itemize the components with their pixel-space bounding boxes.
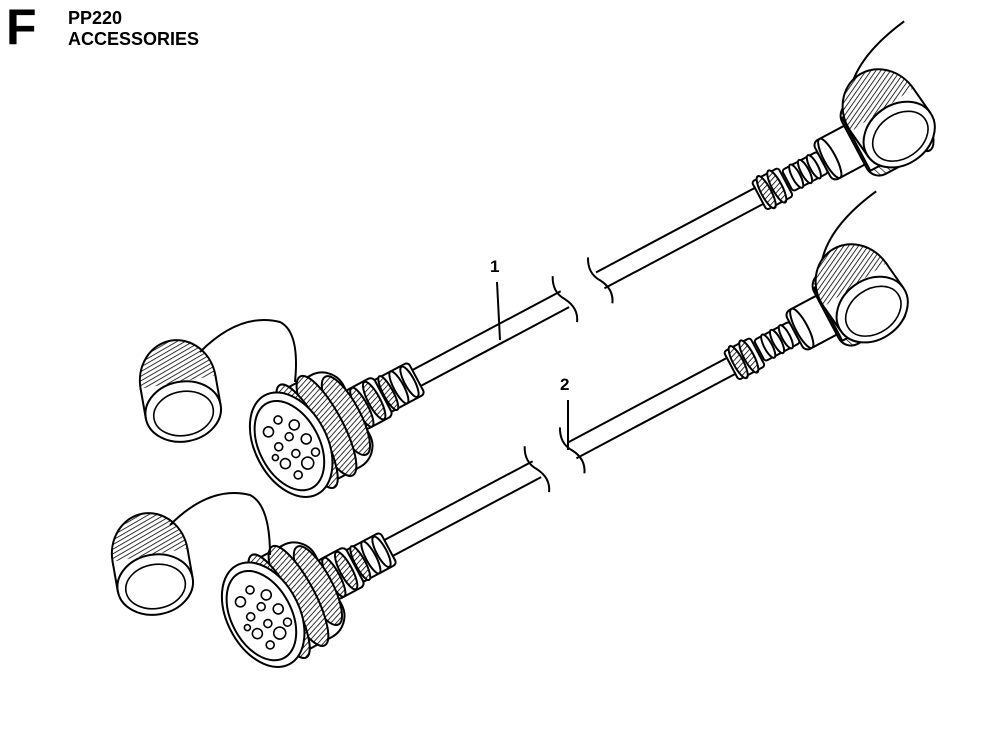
model-name: PP220 xyxy=(68,8,123,28)
tether-wire-1 xyxy=(199,319,297,383)
leader-line-1 xyxy=(496,281,501,341)
section-letter: F xyxy=(6,0,37,55)
dust-cap-left-2 xyxy=(104,506,199,622)
page-header: PP220 ACCESSORIES xyxy=(68,8,199,50)
callout-1: 1 xyxy=(490,257,499,276)
callout-2: 2 xyxy=(560,375,569,394)
tether-wire-2 xyxy=(169,492,271,556)
dust-cap-left-1 xyxy=(132,333,227,449)
page-title: ACCESSORIES xyxy=(68,29,200,49)
